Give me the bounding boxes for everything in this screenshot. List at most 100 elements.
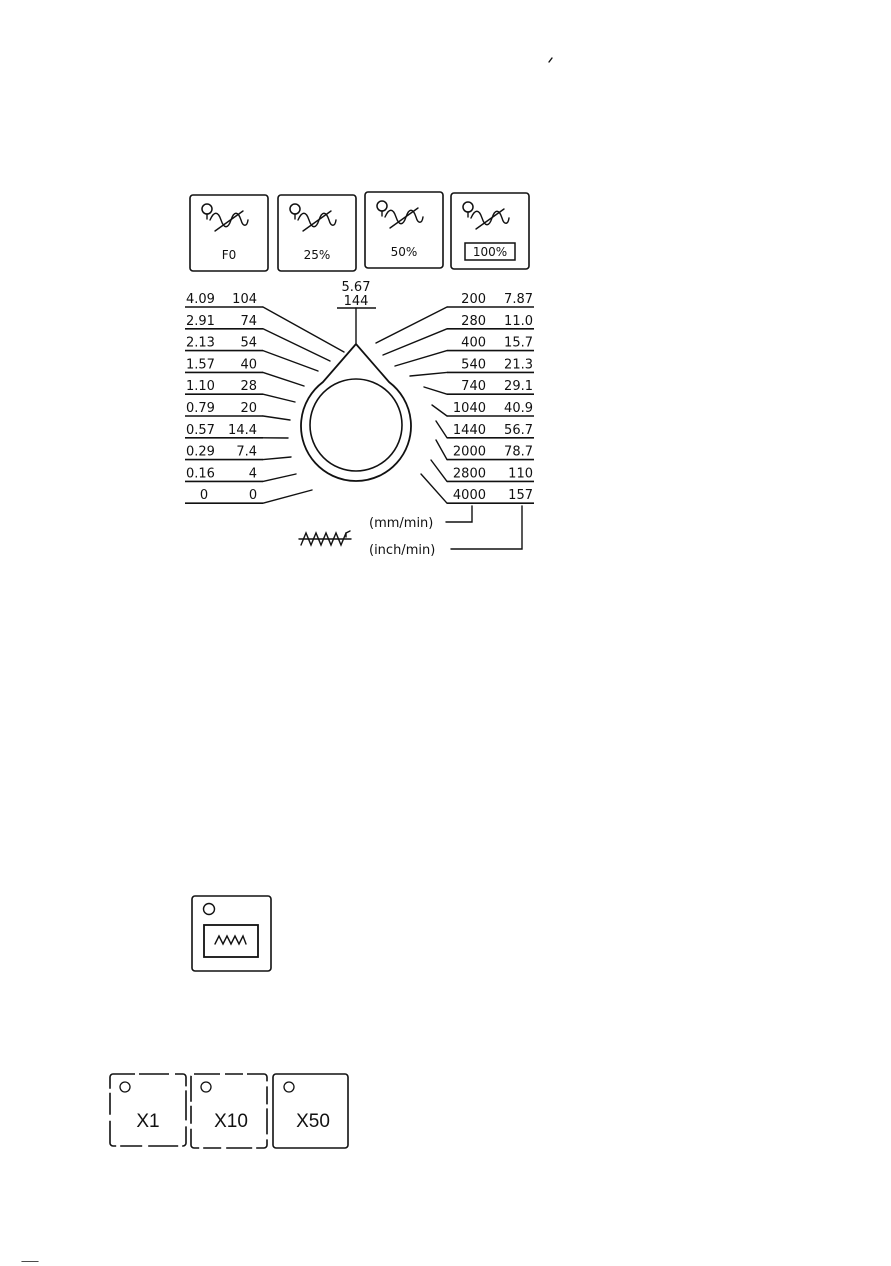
inch-per-min-value: 0.29: [186, 445, 215, 460]
mm-per-min-value: 104: [232, 292, 257, 307]
dial-left-label: 1.57 40: [185, 357, 263, 372]
mm-per-min-value: 1040: [453, 401, 486, 416]
dial-tick-line: [263, 329, 330, 361]
inch-per-min-value: 2.91: [186, 314, 215, 329]
inch-per-min-value: 21.3: [504, 357, 533, 372]
dial-tick-line: [432, 405, 447, 416]
rapid-override-f0-button[interactable]: F0: [190, 195, 268, 271]
mm-per-min-value: 74: [240, 314, 257, 329]
unit-mm-label: (mm/min): [369, 516, 433, 531]
inch-per-min-value: 1.57: [186, 357, 215, 372]
mm-per-min-value: 200: [461, 292, 486, 307]
mm-per-min-value: 4000: [453, 488, 486, 503]
dial-right-label: 740 29.1: [447, 379, 534, 394]
handle-magnification-button-group: X1 X10 X50: [110, 1074, 348, 1148]
inch-per-min-value: 11.0: [504, 314, 533, 329]
rapid-override-100-button[interactable]: 100%: [451, 193, 529, 269]
mm-per-min-value: 540: [461, 357, 486, 372]
dial-tick-line: [395, 351, 447, 366]
rapid-override-label: 25%: [304, 248, 331, 262]
inch-per-min-value: 15.7: [504, 336, 533, 351]
inch-per-min-value: 0.79: [186, 401, 215, 416]
dial-top-inch-value: 5.67: [342, 280, 371, 295]
dial-right-label: 2800 110: [447, 466, 534, 481]
inch-per-min-value: 40.9: [504, 401, 533, 416]
dial-left-label: 1.10 28: [185, 379, 263, 394]
mm-per-min-value: 400: [461, 336, 486, 351]
unit-inch-leader: [451, 506, 522, 549]
inch-per-min-value: 1.10: [186, 379, 215, 394]
rapid-override-label: F0: [222, 248, 237, 262]
dial-right-label: 540 21.3: [447, 357, 534, 372]
dial-left-label: 2.13 54: [185, 336, 263, 351]
dial-right-label: 400 15.7: [447, 336, 534, 351]
dial-tick-line: [263, 372, 304, 386]
rapid-override-label: 50%: [391, 245, 418, 259]
dial-tick-line: [263, 474, 296, 481]
dial-tick-line: [263, 394, 295, 402]
mm-per-min-value: 1440: [453, 423, 486, 438]
rapid-override-25-button[interactable]: 25%: [278, 195, 356, 271]
magnification-x1-button[interactable]: X1: [110, 1074, 186, 1146]
dial-tick-line: [383, 329, 447, 355]
dial-tick-line: [431, 460, 447, 481]
handle-feed-mode-button[interactable]: [192, 896, 271, 971]
inch-per-min-value: 29.1: [504, 379, 533, 394]
dial-tick-line: [436, 440, 447, 460]
inch-per-min-value: 2.13: [186, 336, 215, 351]
dial-tick-line: [376, 307, 447, 343]
dial-left-label: 4.09 104: [185, 292, 263, 307]
dial-right-label: 280 11.0: [447, 314, 534, 329]
rapid-override-50-button[interactable]: 50%: [365, 192, 443, 268]
unit-inch-label: (inch/min): [369, 543, 435, 558]
mm-per-min-value: 40: [240, 357, 257, 372]
magnification-x50-button[interactable]: X50: [273, 1074, 348, 1148]
unit-mm-leader: [446, 506, 472, 522]
inch-per-min-value: 0: [200, 488, 208, 503]
dial-tick-line: [421, 474, 447, 503]
mm-per-min-value: 2800: [453, 466, 486, 481]
dial-right-label: 4000 157: [447, 488, 534, 503]
dial-tick-line: [424, 387, 447, 394]
dial-tick-line: [410, 372, 447, 376]
rapid-override-button-group: F0 25% 50%: [190, 192, 529, 271]
dial-tick-line: [263, 351, 318, 371]
scan-mark: [549, 58, 552, 62]
inch-per-min-value: 157: [508, 488, 533, 503]
mm-per-min-value: 740: [461, 379, 486, 394]
magnification-x10-button[interactable]: X10: [191, 1074, 267, 1148]
dial-tick-line: [263, 307, 344, 352]
dial-left-label: 2.91 74: [185, 314, 263, 329]
mm-per-min-value: 0: [249, 488, 257, 503]
dial-tick-line: [436, 421, 447, 438]
inch-per-min-value: 4.09: [186, 292, 215, 307]
dial-tick-line: [263, 457, 291, 460]
mm-per-min-value: 4: [249, 466, 257, 481]
dial-tick-line: [263, 416, 290, 420]
feedrate-override-knob[interactable]: [301, 344, 411, 481]
mm-per-min-value: 54: [240, 336, 257, 351]
jog-feed-icon: [299, 531, 351, 545]
mm-per-min-value: 280: [461, 314, 486, 329]
magnification-label: X50: [296, 1111, 330, 1132]
mm-per-min-value: 2000: [453, 445, 486, 460]
mm-per-min-value: 7.4: [236, 445, 257, 460]
dial-left-label: 0.29 7.4: [185, 445, 263, 460]
mm-per-min-value: 28: [240, 379, 257, 394]
magnification-label: X1: [136, 1111, 159, 1132]
magnification-label: X10: [214, 1111, 248, 1132]
mm-per-min-value: 14.4: [228, 423, 257, 438]
dial-tick-line: [263, 490, 312, 503]
inch-per-min-value: 110: [508, 466, 533, 481]
